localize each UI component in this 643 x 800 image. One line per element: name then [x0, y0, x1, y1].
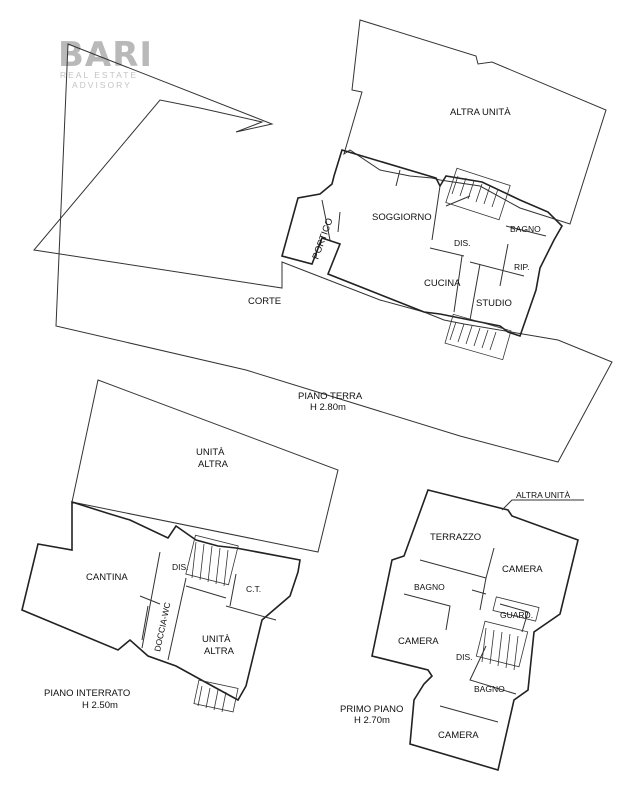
room-label-unita-altra-top-1: UNITÀ: [196, 447, 225, 458]
room-label-unita-altra-top-2: ALTRA: [198, 459, 229, 470]
stair-primo: [475, 596, 540, 671]
logo-line2: ADVISORY: [72, 80, 132, 90]
first-floor-outline: [371, 489, 579, 772]
room-label-portico: PORTICO: [310, 217, 335, 261]
room-label-soggiorno: SOGGIORNO: [372, 212, 432, 223]
room-label-camera-2: CAMERA: [398, 636, 439, 647]
plan-height-piano-interrato: H 2.50m: [82, 700, 118, 711]
room-label-altra-unita: ALTRA UNITÀ: [450, 107, 511, 118]
basement-altra-outline: [71, 379, 339, 553]
room-label-dis-primo: DIS.: [456, 652, 473, 662]
logo-brand: BARI: [58, 35, 153, 75]
room-label-cucina: CUCINA: [424, 278, 461, 289]
plan-title-primo-piano: PRIMO PIANO: [340, 704, 403, 715]
corte-outline: [33, 43, 613, 463]
interior-walls-primo: [403, 547, 529, 723]
altra-unita-outline: [343, 19, 607, 225]
brand-logo: BARI REAL ESTATE ADVISORY: [58, 35, 153, 90]
room-label-bagno-1: BAGNO: [414, 582, 445, 592]
stair-terra: [444, 167, 512, 361]
interior-walls-interrato: [139, 551, 277, 661]
logo-line1: REAL ESTATE: [60, 70, 138, 80]
room-label-unita-altra-2: ALTRA: [204, 646, 235, 657]
plan-height-piano-terra: H 2.80m: [310, 402, 346, 413]
basement-outline: [21, 500, 301, 702]
room-label-doccia-wc: DOCCIA-WC: [152, 601, 172, 652]
room-label-bagno: BAGNO: [510, 224, 541, 234]
basement-plan: UNITÀ ALTRA CANTINA DIS. C.T. DOCCIA-WC …: [21, 379, 339, 713]
room-label-ct: C.T.: [246, 584, 261, 594]
interior-walls-terra: [321, 169, 547, 321]
first-floor-plan: ALTRA UNITÀ TERRAZZO CAMERA BAGNO GUARD.…: [340, 489, 584, 772]
altra-unita-leader: [501, 499, 584, 511]
room-label-studio: STUDIO: [476, 298, 512, 309]
stair-interrato: [185, 534, 239, 713]
room-label-cantina: CANTINA: [86, 572, 128, 583]
room-label-altra-unita-primo: ALTRA UNITÀ: [516, 490, 570, 500]
room-label-camera-1: CAMERA: [502, 564, 543, 575]
plan-height-primo-piano: H 2.70m: [354, 715, 390, 726]
plan-title-piano-interrato: PIANO INTERRATO: [44, 688, 130, 699]
room-label-guard: GUARD.: [500, 610, 533, 620]
room-label-terrazzo: TERRAZZO: [430, 532, 481, 543]
room-label-dis: DIS.: [454, 238, 471, 248]
room-label-corte: CORTE: [248, 296, 281, 307]
room-label-rip: RIP.: [514, 262, 529, 272]
plan-title-piano-terra: PIANO TERRA: [298, 391, 363, 402]
room-label-camera-3: CAMERA: [438, 730, 479, 741]
room-label-unita-altra-1: UNITÀ: [202, 634, 231, 645]
room-label-bagno-2: BAGNO: [474, 684, 505, 694]
room-label-dis-interrato: DIS.: [172, 562, 189, 572]
